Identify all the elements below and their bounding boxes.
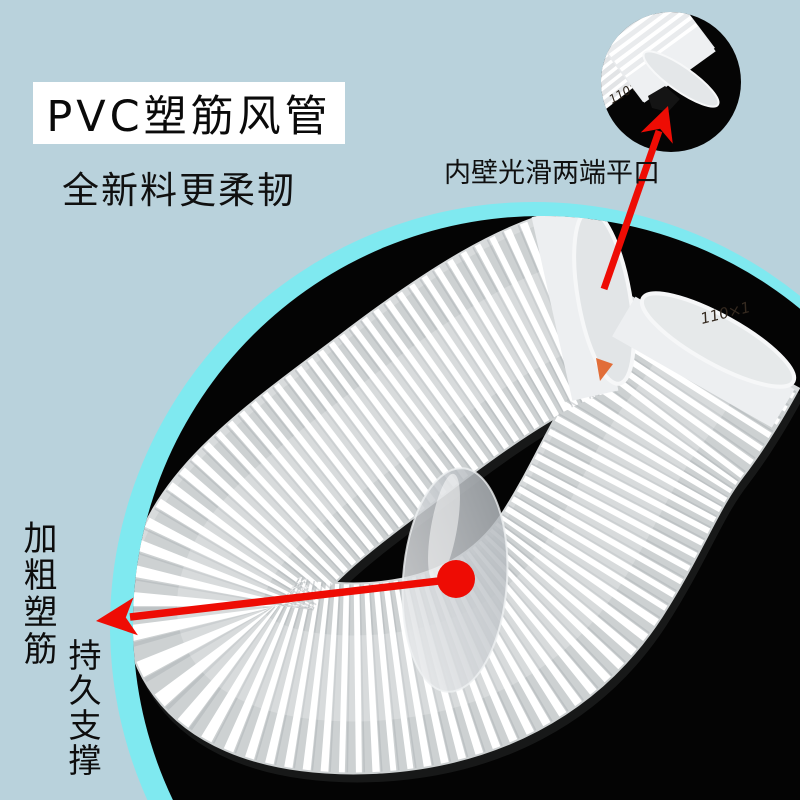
left-callout-primary: 加粗塑筋 bbox=[17, 520, 57, 668]
inset-hose-behind-ribs bbox=[601, 38, 636, 119]
inset-callout-line bbox=[600, 129, 663, 291]
inset-hose-notch bbox=[648, 86, 680, 112]
left-callout-arrowhead bbox=[96, 597, 138, 636]
title-box: PVC塑筋风管 bbox=[33, 82, 345, 144]
product-subtitle: 全新料更柔韧 bbox=[62, 169, 296, 212]
left-callout-line bbox=[129, 575, 457, 621]
inset-photo: 110×1 bbox=[601, 12, 741, 152]
inset-callout-arrowhead bbox=[640, 106, 673, 144]
left-callout-secondary: 持久支撑 bbox=[63, 638, 102, 778]
callout-dot bbox=[437, 560, 475, 598]
inset-hose-end bbox=[642, 50, 720, 108]
center-disc-highlight bbox=[428, 473, 460, 583]
orange-tag bbox=[596, 358, 613, 381]
hose-end-b bbox=[639, 291, 797, 389]
red-callouts bbox=[96, 106, 673, 636]
center-disc-edge bbox=[401, 467, 509, 693]
product-title: PVC塑筋风管 bbox=[46, 92, 332, 142]
inset-callout-label: 内壁光滑两端平口 bbox=[444, 158, 660, 189]
